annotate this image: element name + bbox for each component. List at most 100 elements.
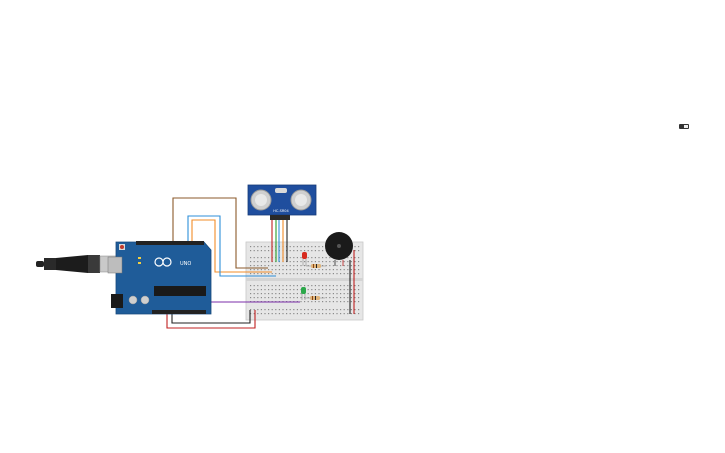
breadboard-hole: [289, 273, 291, 275]
breadboard-hole: [264, 297, 266, 299]
toggle-icon[interactable]: [679, 124, 689, 129]
breadboard-hole: [340, 309, 342, 311]
red-led[interactable]: [302, 252, 307, 266]
breadboard-hole: [322, 289, 324, 291]
breadboard-hole: [307, 297, 309, 299]
breadboard-hole: [347, 309, 349, 311]
breadboard-hole: [250, 313, 252, 315]
breadboard-hole: [314, 246, 316, 248]
breadboard-hole: [318, 309, 320, 311]
arduino-board[interactable]: UNO: [107, 241, 212, 315]
breadboard-hole: [322, 261, 324, 263]
breadboard-hole: [325, 297, 327, 299]
resistor-2[interactable]: [305, 296, 325, 300]
breadboard-hole: [296, 285, 298, 287]
breadboard-hole: [311, 313, 313, 315]
breadboard-hole: [329, 261, 331, 263]
breadboard-hole: [311, 293, 313, 295]
breadboard-hole: [322, 285, 324, 287]
breadboard-hole: [282, 285, 284, 287]
breadboard-hole: [289, 261, 291, 263]
wire-red-power: [166, 310, 256, 329]
breadboard-hole: [275, 269, 277, 271]
breadboard-hole: [278, 293, 280, 295]
sensor-label: HC-SR04: [273, 209, 289, 213]
breadboard-hole: [286, 265, 288, 267]
breadboard-hole: [332, 289, 334, 291]
breadboard-hole: [282, 293, 284, 295]
breadboard-hole: [293, 269, 295, 271]
breadboard-hole: [260, 250, 262, 252]
usb-cable-icon: [36, 255, 119, 273]
breadboard-hole: [329, 265, 331, 267]
breadboard-hole: [311, 257, 313, 259]
breadboard-hole: [293, 293, 295, 295]
breadboard-hole: [354, 289, 356, 291]
breadboard-hole: [358, 301, 360, 303]
resistor-1[interactable]: [306, 264, 326, 268]
breadboard-hole: [264, 273, 266, 275]
breadboard-hole: [350, 285, 352, 287]
breadboard-hole: [271, 285, 273, 287]
breadboard-hole: [318, 313, 320, 315]
breadboard-hole: [304, 261, 306, 263]
piezo-buzzer[interactable]: [325, 232, 353, 266]
breadboard-hole: [358, 313, 360, 315]
breadboard-hole: [304, 246, 306, 248]
breadboard-hole: [311, 289, 313, 291]
green-led[interactable]: [301, 287, 306, 300]
breadboard-hole: [296, 269, 298, 271]
breadboard-hole: [325, 301, 327, 303]
breadboard-hole: [293, 297, 295, 299]
breadboard-hole: [307, 289, 309, 291]
breadboard-hole: [358, 257, 360, 259]
ultrasonic-sensor[interactable]: HC-SR04: [247, 184, 317, 220]
breadboard-hole: [260, 261, 262, 263]
breadboard-hole: [322, 293, 324, 295]
breadboard-hole: [296, 257, 298, 259]
breadboard-hole: [253, 285, 255, 287]
breadboard-hole: [304, 301, 306, 303]
breadboard-hole: [350, 293, 352, 295]
breadboard-hole: [347, 297, 349, 299]
breadboard-hole: [300, 313, 302, 315]
breadboard-hole: [250, 297, 252, 299]
breadboard-hole: [250, 269, 252, 271]
breadboard-hole: [340, 293, 342, 295]
breadboard-hole: [300, 269, 302, 271]
breadboard-hole: [289, 313, 291, 315]
breadboard-hole: [260, 293, 262, 295]
breadboard-hole: [253, 309, 255, 311]
breadboard-hole: [271, 289, 273, 291]
breadboard-hole: [289, 309, 291, 311]
breadboard-hole: [332, 309, 334, 311]
breadboard-hole: [250, 285, 252, 287]
breadboard-hole: [318, 261, 320, 263]
breadboard-hole: [268, 289, 270, 291]
breadboard-hole: [304, 273, 306, 275]
breadboard-hole: [325, 293, 327, 295]
breadboard-hole: [347, 265, 349, 267]
breadboard-hole: [278, 313, 280, 315]
breadboard-hole: [358, 261, 360, 263]
breadboard-hole: [311, 273, 313, 275]
breadboard-hole: [253, 265, 255, 267]
breadboard-hole: [271, 265, 273, 267]
breadboard-hole: [278, 285, 280, 287]
breadboard-hole: [260, 309, 262, 311]
breadboard-hole: [332, 297, 334, 299]
breadboard-hole: [332, 261, 334, 263]
breadboard-hole: [329, 313, 331, 315]
breadboard-hole: [332, 269, 334, 271]
breadboard-hole: [311, 250, 313, 252]
breadboard-hole: [314, 285, 316, 287]
breadboard-hole: [268, 313, 270, 315]
breadboard-hole: [304, 297, 306, 299]
breadboard-hole: [300, 246, 302, 248]
breadboard-hole: [300, 261, 302, 263]
breadboard-hole: [332, 313, 334, 315]
breadboard-hole: [250, 273, 252, 275]
breadboard-hole: [322, 257, 324, 259]
breadboard-hole: [340, 285, 342, 287]
breadboard-hole: [325, 289, 327, 291]
